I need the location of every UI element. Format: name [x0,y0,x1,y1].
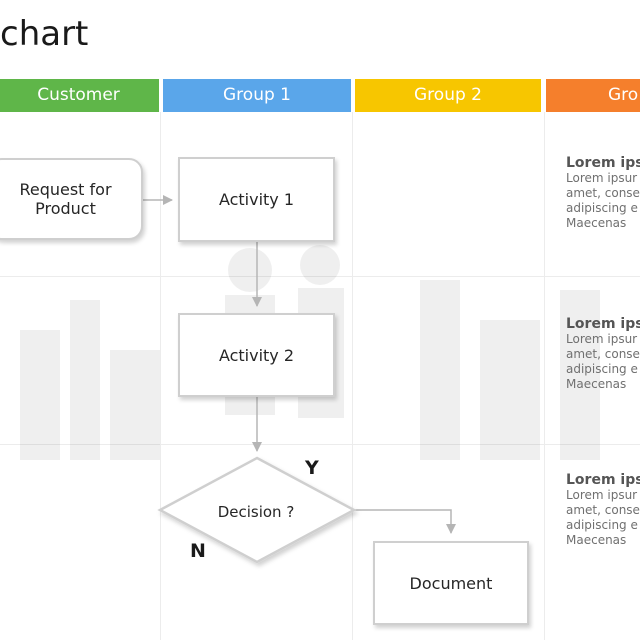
lane-header-group-1: Group 1 [163,79,351,112]
note-3: Lorem ips Lorem ipsur amet, conse adipis… [566,472,640,548]
note-line: adipiscing e [566,362,638,376]
decision-no-label: N [190,540,206,562]
note-line: Maecenas [566,533,627,547]
lane-header-customer: Customer [0,79,159,112]
document-node: Document [373,541,529,625]
row-divider [0,276,640,277]
note-line: Lorem ipsur [566,488,638,502]
lane-header-group-2: Group 2 [355,79,541,112]
note-line: Maecenas [566,216,627,230]
document-label: Document [409,573,493,593]
row-divider [0,444,640,445]
lane-header-group-3: Gro [546,79,640,112]
note-line: Lorem ipsur [566,171,638,185]
note-line: adipiscing e [566,518,638,532]
lane-divider [544,112,545,640]
note-line: adipiscing e [566,201,638,215]
lane-divider [352,112,353,640]
activity-2-label: Activity 2 [218,345,295,365]
note-title: Lorem ips [566,316,640,332]
note-line: Lorem ipsur [566,332,638,346]
page-title: chart [0,14,89,54]
request-node-label-line-1: Request for [19,180,112,199]
activity-1-node: Activity 1 [178,157,335,242]
request-node-label-line-2: Product [35,199,96,218]
request-for-product-node: Request for Product [0,158,143,240]
note-line: amet, conse [566,503,640,517]
note-1: Lorem ips Lorem ipsur amet, conse adipis… [566,155,640,231]
activity-2-node: Activity 2 [178,313,335,397]
note-title: Lorem ips [566,472,640,488]
note-line: amet, conse [566,347,640,361]
decision-label: Decision ? [217,503,295,521]
note-line: amet, conse [566,186,640,200]
decision-yes-label: Y [305,457,319,479]
lane-divider [160,112,161,640]
note-2: Lorem ips Lorem ipsur amet, conse adipis… [566,316,640,392]
note-line: Maecenas [566,377,627,391]
note-title: Lorem ips [566,155,640,171]
activity-1-label: Activity 1 [218,190,295,209]
arrow-decision-to-document [354,509,456,534]
